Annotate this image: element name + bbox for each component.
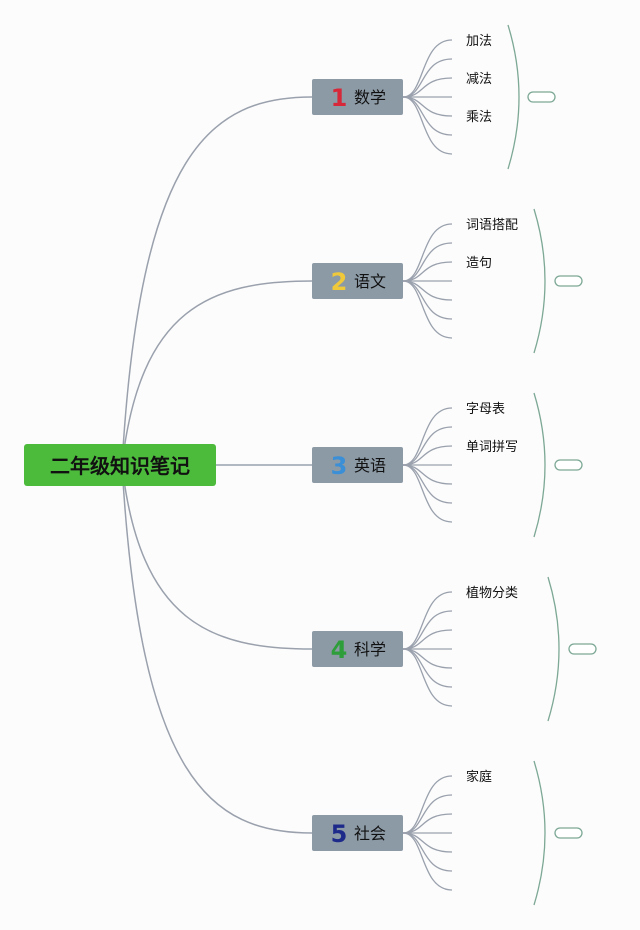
leaf-label[interactable]: 植物分类 (466, 586, 518, 601)
summary-bracket (533, 208, 546, 354)
branch-box[interactable] (312, 79, 403, 115)
root-node[interactable]: 二年级知识笔记 (24, 444, 216, 486)
connector-branch-leaf (402, 223, 453, 282)
connector-branch-leaf (402, 464, 453, 523)
branch-box[interactable] (312, 631, 403, 667)
connector-branch-leaf (402, 39, 453, 98)
leaf-label[interactable]: 乘法 (466, 110, 492, 125)
branch-number: 1 (331, 84, 348, 112)
branch-label: 英语 (354, 456, 386, 475)
connectors (121, 24, 560, 906)
connector-root-branch (121, 464, 313, 834)
leaf-label[interactable]: 词语搭配 (466, 217, 518, 233)
branch-label: 语文 (354, 272, 386, 291)
branch-node[interactable]: 3 英语 (312, 447, 403, 483)
branch-node[interactable]: 5 社会 (312, 815, 403, 851)
root-label: 二年级知识笔记 (50, 454, 190, 478)
summary-bracket (533, 760, 546, 906)
summary-bracket (533, 392, 546, 538)
leaf-label[interactable]: 字母表 (466, 402, 505, 417)
summary-node[interactable] (554, 827, 583, 839)
branch-node[interactable]: 2 语文 (312, 263, 403, 299)
summary-node[interactable] (554, 275, 583, 287)
branch-node[interactable]: 4 科学 (312, 631, 403, 667)
summary-node[interactable] (527, 91, 556, 103)
branch-number: 3 (331, 452, 348, 480)
leaf-label[interactable]: 单词拼写 (466, 440, 518, 455)
branch-number: 5 (331, 820, 348, 848)
leaf-label[interactable]: 减法 (466, 72, 492, 87)
branch-box[interactable] (312, 815, 403, 851)
connector-branch-leaf (402, 96, 453, 155)
leaf-label[interactable]: 造句 (466, 256, 492, 271)
branch-label: 科学 (354, 640, 386, 659)
connector-branch-leaf (402, 591, 453, 650)
leaf-label[interactable]: 家庭 (466, 769, 492, 785)
connector-branch-leaf (402, 407, 453, 466)
summary-bracket (547, 576, 560, 722)
branch-box[interactable] (312, 263, 403, 299)
connector-branch-leaf (402, 648, 453, 707)
connector-root-branch (121, 96, 313, 466)
connector-branch-leaf (402, 775, 453, 834)
branch-label: 数学 (354, 88, 386, 107)
leaf-label[interactable]: 加法 (466, 34, 492, 49)
connector-branch-leaf (402, 280, 453, 339)
branch-number: 4 (331, 636, 348, 664)
root-box[interactable] (24, 444, 216, 486)
summary-bracket (507, 24, 520, 170)
branch-label: 社会 (354, 824, 386, 843)
branch-box[interactable] (312, 447, 403, 483)
connector-root-branch (121, 280, 313, 466)
branch-number: 2 (331, 268, 348, 296)
connector-branch-leaf (402, 832, 453, 891)
connector-root-branch (121, 464, 313, 650)
branch-node[interactable]: 1 数学 (312, 79, 403, 115)
summary-node[interactable] (554, 459, 583, 471)
summary-node[interactable] (568, 643, 597, 655)
